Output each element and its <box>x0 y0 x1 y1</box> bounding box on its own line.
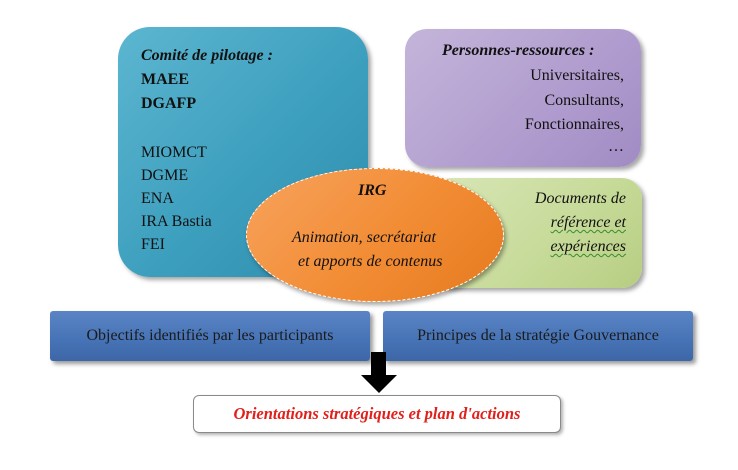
documents-line-1: Documents de <box>534 190 626 207</box>
comite-member-ira-bastia: IRA Bastia <box>141 213 212 230</box>
personnes-item-fonctionnaires: Fonctionnaires, <box>524 116 624 133</box>
irg-line-1: Animation, secrétariat <box>292 229 436 246</box>
personnes-item-universitaires: Universitaires, <box>530 67 624 84</box>
irg-title: IRG <box>358 182 387 199</box>
down-arrow-shaft <box>371 352 386 376</box>
comite-member-ena: ENA <box>141 190 174 207</box>
personnes-item-ellipsis: … <box>608 138 624 155</box>
personnes-title: Personnes-ressources : <box>442 42 595 59</box>
comite-member-miomct: MIOMCT <box>141 144 207 161</box>
irg-ellipse <box>246 168 504 302</box>
irg-line-2: et apports de contenus <box>298 253 443 270</box>
documents-line-2: référence et <box>550 214 626 231</box>
documents-line-3: expériences <box>550 238 626 255</box>
comite-title: Comité de pilotage : <box>141 47 273 64</box>
comite-member-maee: MAEE <box>141 71 189 88</box>
comite-member-dgme: DGME <box>141 167 189 184</box>
comite-member-dgafp: DGAFP <box>141 95 197 112</box>
principes-label: Principes de la stratégie Gouvernance <box>417 327 659 344</box>
orientations-box: Orientations stratégiques et plan d'acti… <box>193 395 561 433</box>
personnes-item-consultants: Consultants, <box>544 92 624 109</box>
down-arrow-icon <box>361 375 397 393</box>
principes-bar: Principes de la stratégie Gouvernance <box>383 311 693 361</box>
comite-member-fei: FEI <box>141 236 165 253</box>
orientations-label: Orientations stratégiques et plan d'acti… <box>233 404 521 423</box>
objectifs-label: Objectifs identifiés par les participant… <box>86 327 334 344</box>
objectifs-bar: Objectifs identifiés par les participant… <box>50 311 370 361</box>
personnes-ressources-box <box>405 29 641 167</box>
